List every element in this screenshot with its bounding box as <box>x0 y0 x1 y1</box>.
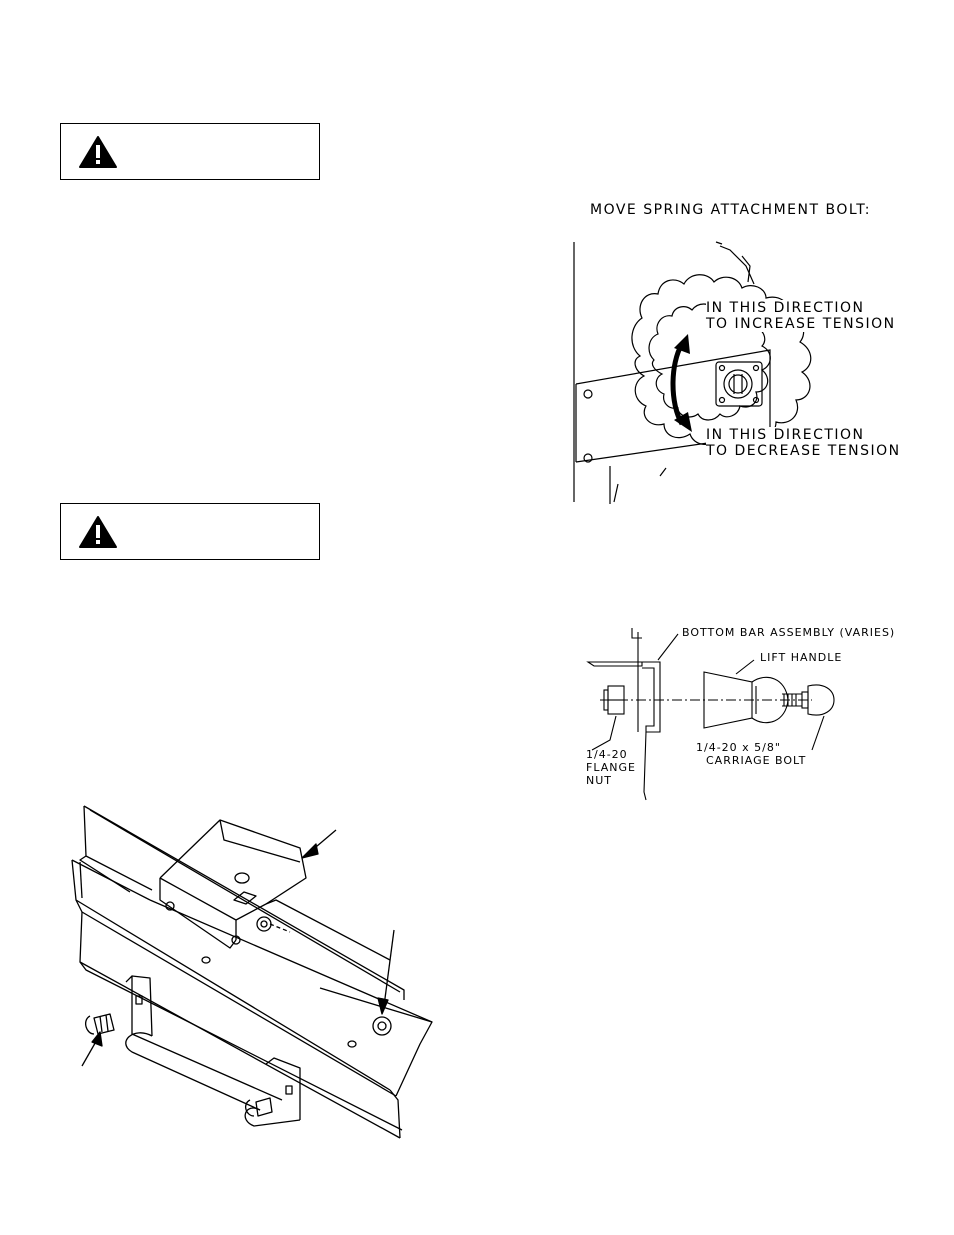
flange-nut-label-3: NUT <box>586 774 612 787</box>
warning-triangle-icon <box>79 516 117 548</box>
carriage-bolt-label-2: CARRIAGE BOLT <box>706 754 807 767</box>
warning-triangle-icon <box>79 136 117 168</box>
spring-tension-illustration <box>573 241 812 504</box>
decrease-tension-label-2: TO DECREASE TENSION <box>706 443 903 459</box>
lift-handle-label: LIFT HANDLE <box>760 651 843 664</box>
bottom-bar-bracket-illustration <box>71 805 433 1139</box>
bottom-bar-assembly-label: BOTTOM BAR ASSEMBLY (VARIES) <box>682 626 896 639</box>
increase-tension-label-2: TO INCREASE TENSION <box>706 316 898 332</box>
increase-tension-label-1: IN THIS DIRECTION <box>706 300 867 316</box>
warning-box-bottom <box>60 503 320 560</box>
warning-box-top <box>60 123 320 180</box>
flange-nut-label-2: FLANGE <box>586 761 636 774</box>
lift-handle-exploded-diagram <box>586 628 835 801</box>
spring-figure-heading: MOVE SPRING ATTACHMENT BOLT: <box>590 202 871 218</box>
carriage-bolt-label-1: 1/4-20 x 5/8" <box>696 741 781 754</box>
flange-nut-label-1: 1/4-20 <box>586 748 628 761</box>
decrease-tension-label-1: IN THIS DIRECTION <box>706 427 867 443</box>
